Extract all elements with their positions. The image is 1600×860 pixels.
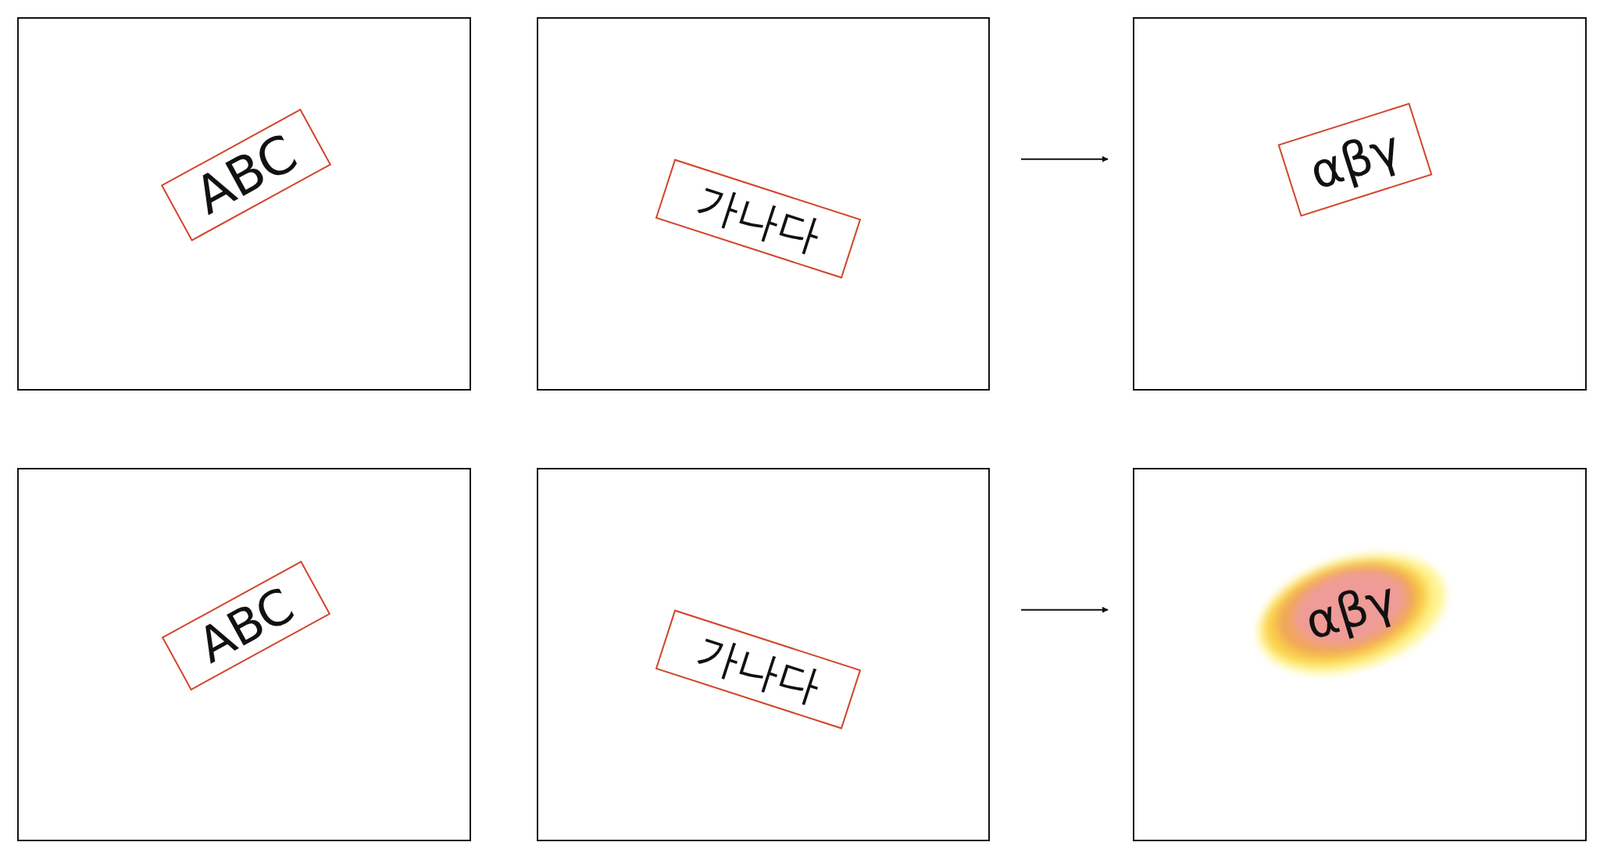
handwritten-text: αβγ <box>1303 122 1406 197</box>
image-panel: ABC <box>17 467 472 842</box>
handwritten-text: ABC <box>190 580 301 671</box>
text-bounding-box: αβγ <box>1277 102 1433 217</box>
image-panel: 가나다 <box>536 17 990 391</box>
text-bounding-box: ABC <box>161 560 331 691</box>
handwritten-text: 가나다 <box>691 178 825 258</box>
text-bounding-box: 가나다 <box>654 609 861 729</box>
text-bounding-box: 가나다 <box>654 158 861 279</box>
text-bounding-box: ABC <box>160 108 332 242</box>
handwritten-text: 가나다 <box>691 629 825 709</box>
image-panel: αβγ <box>1132 17 1587 391</box>
image-panel: ABC <box>17 17 472 391</box>
handwritten-text: ABC <box>187 127 305 224</box>
text-heatmap: αβγ <box>1268 551 1434 670</box>
flow-arrow <box>1021 158 1108 161</box>
flow-arrow <box>1021 609 1108 611</box>
image-panel: 가나다 <box>536 467 990 842</box>
image-panel: αβγ <box>1132 467 1587 842</box>
